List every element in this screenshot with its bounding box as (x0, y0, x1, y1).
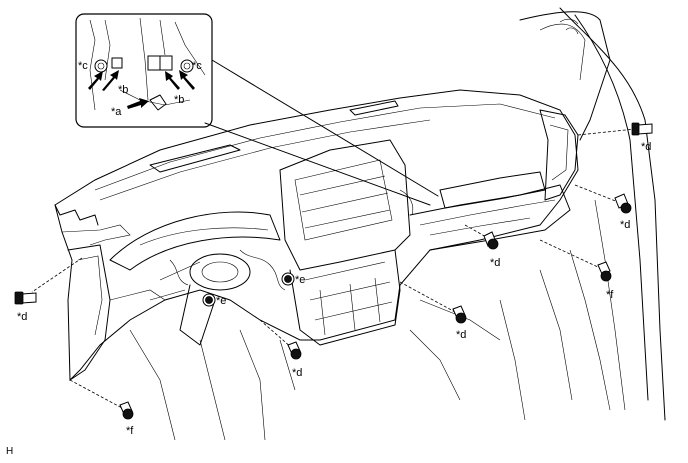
bolts: *d *d *d *f *d (14, 122, 653, 437)
bolt-d-lower-center-icon (452, 305, 467, 324)
bolt-f-right-icon (597, 261, 612, 282)
bolt-d-top-right-icon (631, 122, 653, 136)
instrument-panel (54, 89, 579, 441)
inset-leader-lines (204, 59, 439, 206)
bolt-d-left-icon (14, 291, 37, 305)
vehicle-body-outline (499, 7, 666, 421)
figure-code: H (6, 446, 14, 457)
bolt-d-bottom-icon (287, 341, 302, 360)
bolt-label-d-right: *d (620, 219, 630, 231)
inset-label-c-right: *c (192, 60, 202, 72)
bolt-label-d-left: *d (17, 311, 27, 323)
inset-label-c-left: *c (78, 60, 88, 72)
inset-label-b-right: *b (174, 94, 184, 106)
bolt-label-f-bottom-left: *f (126, 425, 134, 437)
detail-inset: *c *b *a *b *c (75, 13, 213, 128)
inset-label-a: *a (111, 106, 122, 118)
bolt-d-right-icon (614, 193, 632, 214)
bolt-label-f-right: *f (606, 289, 614, 301)
bolt-label-d-lower-center: *d (456, 329, 466, 341)
bolt-d-center-icon (483, 231, 499, 250)
bolt-label-d-center: *d (490, 257, 500, 269)
bolt-e-center-icon (281, 272, 295, 286)
bolt-f-bottom-left-icon (119, 401, 134, 420)
bolt-label-d-top-right: *d (641, 141, 651, 153)
bolt-e-left-icon (202, 293, 216, 307)
bolt-label-e-center: *e (295, 274, 305, 286)
bolt-label-d-bottom: *d (292, 367, 302, 379)
inset-label-b-left: *b (118, 84, 128, 96)
bolt-label-e-left: *e (216, 295, 226, 307)
